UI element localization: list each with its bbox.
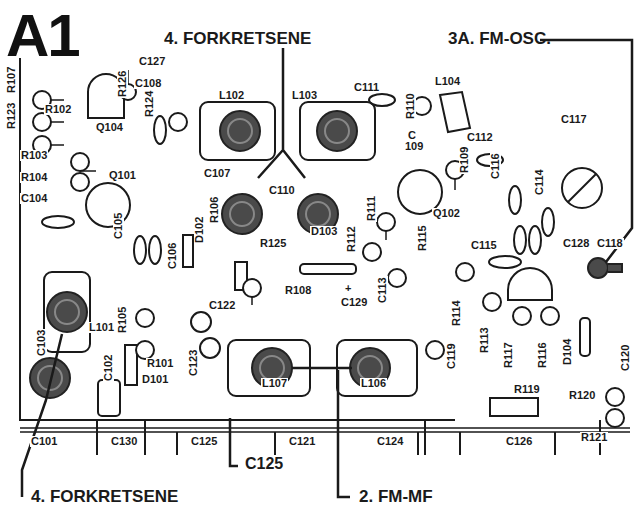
part-name: D103 — [310, 226, 338, 237]
part-name: C111 — [353, 82, 380, 93]
part-name: C102 — [103, 354, 114, 382]
part-name: R115 — [417, 224, 428, 252]
part-name: C114 — [534, 168, 545, 196]
part-name: R114 — [451, 299, 462, 327]
callout-label: 3A. FM-OSC. — [447, 30, 552, 47]
part-name: C106 — [167, 242, 178, 270]
part-name: C121 — [288, 436, 316, 447]
part-name: C124 — [376, 436, 404, 447]
part-name: C105 — [113, 212, 124, 240]
part-name: R101 — [146, 358, 174, 369]
callout-label: 2. FM-MF — [358, 488, 434, 505]
part-name: L103 — [291, 90, 318, 101]
part-name: C103 — [36, 329, 47, 357]
part-name: R120 — [568, 390, 596, 401]
part-name: R107 — [6, 66, 17, 94]
part-name: R126 — [117, 70, 128, 98]
part-name: C104 — [20, 193, 48, 204]
part-name: R121 — [580, 432, 608, 443]
part-name: C112 — [466, 132, 494, 143]
part-name: + — [344, 283, 352, 294]
part-name: R110 — [405, 92, 416, 120]
part-name: L102 — [218, 90, 245, 101]
callout-label: C125 — [244, 456, 284, 472]
part-name: C130 — [110, 436, 138, 447]
part-name: R123 — [6, 102, 17, 130]
part-name: R116 — [537, 341, 548, 369]
part-name: R117 — [503, 341, 514, 369]
part-name: C128 — [562, 238, 590, 249]
part-name: R111 — [366, 195, 377, 222]
part-name: Q104 — [95, 122, 124, 133]
part-name: R103 — [20, 150, 48, 161]
part-name: C110 — [268, 185, 296, 196]
part-name: D104 — [562, 338, 573, 366]
part-name: R109 — [459, 146, 470, 174]
part-name: C123 — [188, 349, 199, 377]
part-name: C116 — [490, 152, 501, 180]
part-name: C122 — [208, 300, 236, 311]
part-name: Q102 — [432, 208, 461, 219]
part-name: C129 — [340, 297, 368, 308]
callout-label: 4. FORKRETSENE — [30, 488, 179, 505]
part-name: D102 — [194, 216, 205, 244]
part-name: R108 — [284, 285, 312, 296]
part-name: L106 — [360, 378, 387, 389]
part-name: D101 — [141, 374, 169, 385]
callout-label: 4. FORKRETSENE — [163, 30, 312, 47]
part-name: R124 — [144, 90, 155, 118]
part-name: C113 — [377, 276, 388, 304]
part-name: C117 — [560, 114, 588, 125]
part-name: R119 — [513, 384, 541, 395]
part-name: L107 — [261, 378, 288, 389]
part-name: R104 — [20, 172, 48, 183]
part-name: R112 — [346, 225, 357, 253]
part-name: C115 — [470, 240, 498, 251]
part-name: C108 — [134, 78, 162, 89]
part-name: C119 — [446, 342, 457, 370]
part-name: C118 — [596, 238, 624, 249]
part-name: R113 — [479, 326, 490, 354]
part-name: R125 — [259, 238, 287, 249]
part-name: C 109 — [404, 130, 420, 152]
part-name: R105 — [117, 306, 128, 334]
part-name: R106 — [209, 196, 220, 224]
part-name: L104 — [434, 76, 461, 87]
part-name: C126 — [505, 436, 533, 447]
page-title: A1 — [6, 6, 79, 66]
part-name: R102 — [44, 104, 72, 115]
part-name: C127 — [138, 56, 166, 67]
part-name: C120 — [620, 344, 631, 372]
part-name: C125 — [190, 436, 218, 447]
part-name: C107 — [203, 168, 231, 179]
part-name: C101 — [30, 436, 58, 447]
part-name: Q101 — [108, 170, 137, 181]
part-name: L101 — [88, 322, 115, 333]
